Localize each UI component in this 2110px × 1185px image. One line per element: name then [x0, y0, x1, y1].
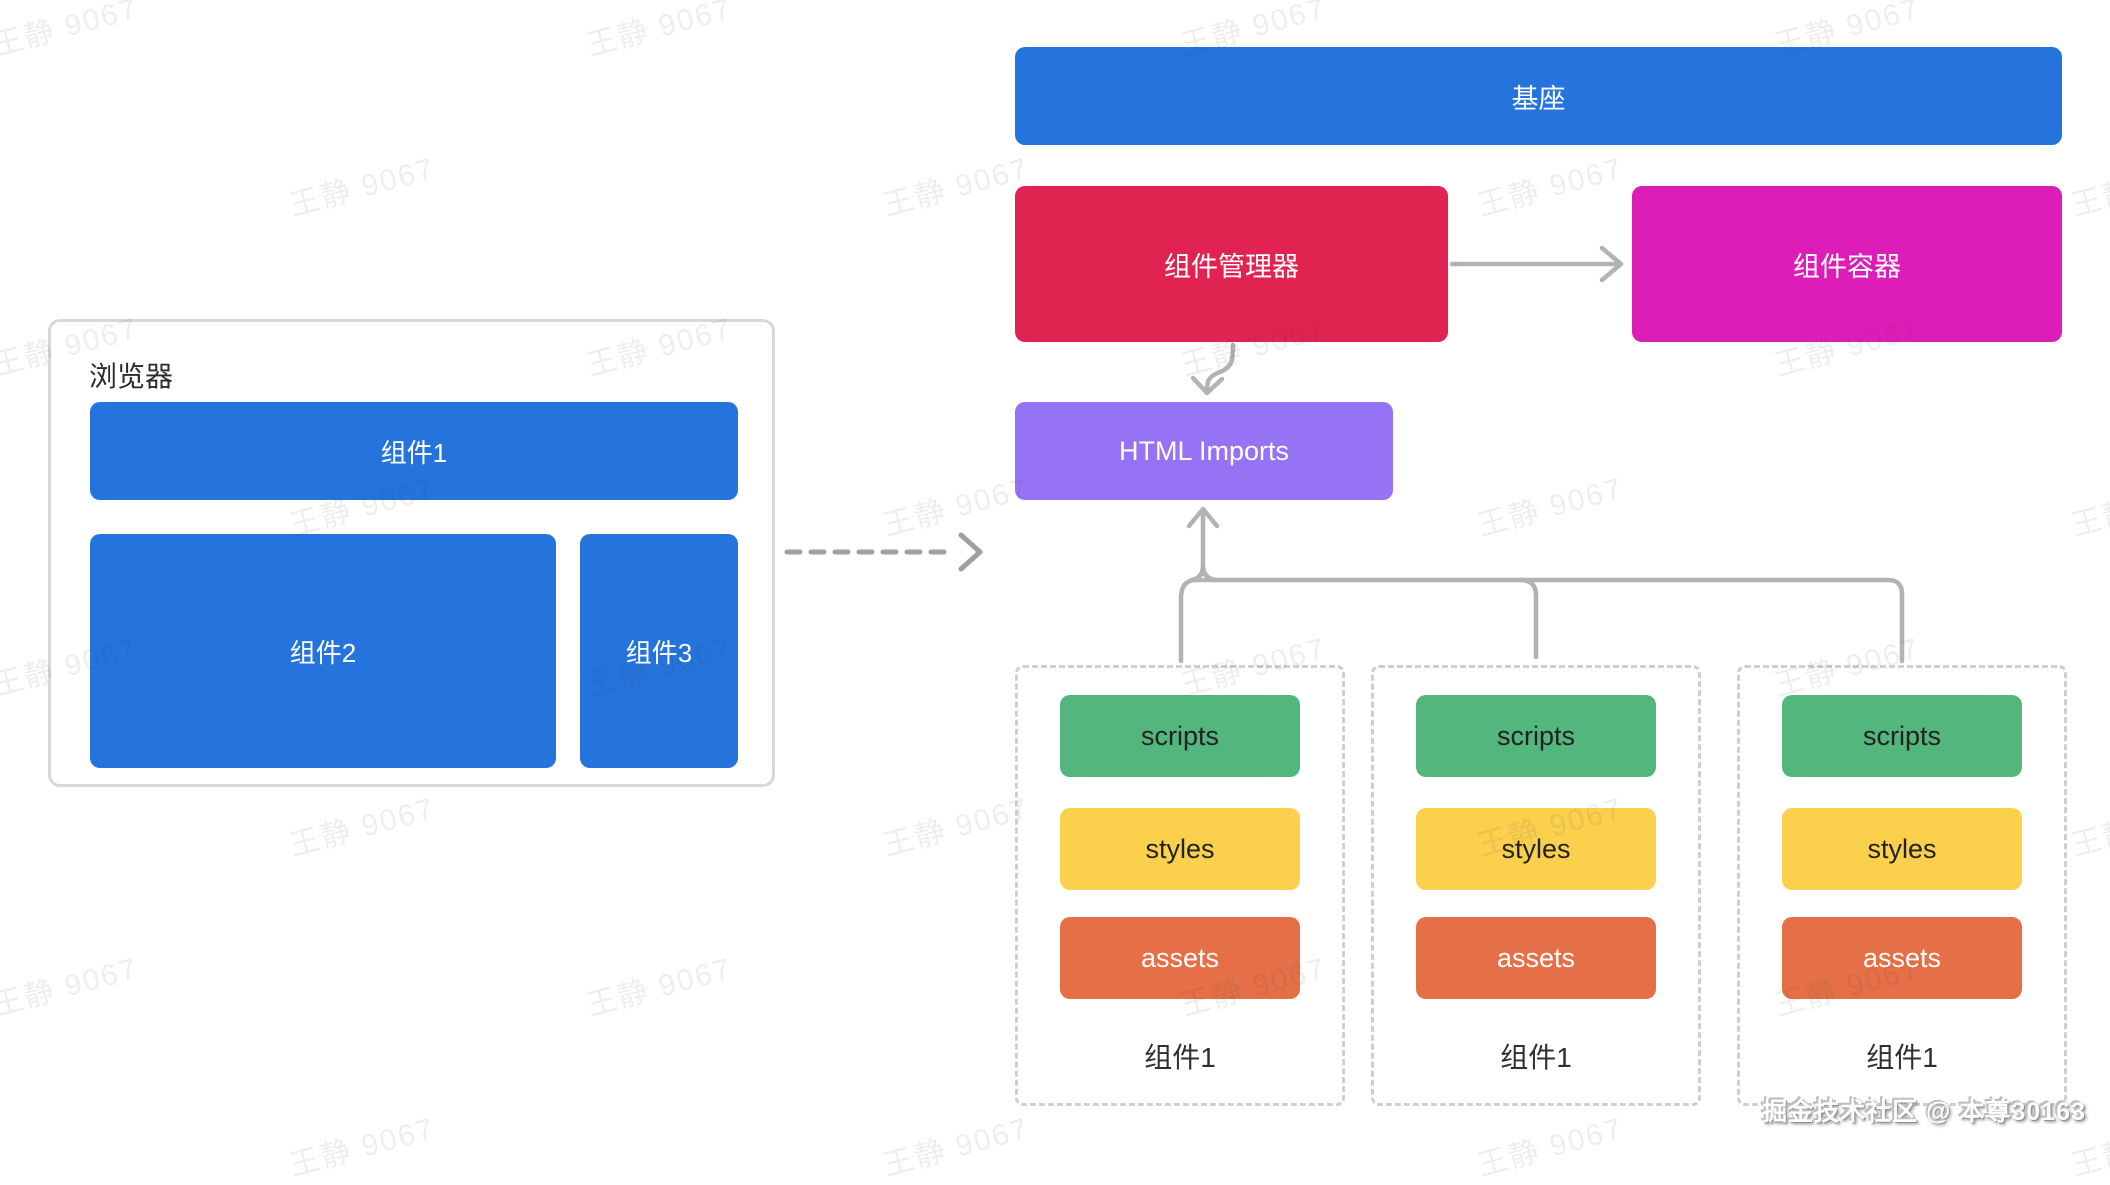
- watermark-text: 王静 9067: [1474, 472, 1627, 543]
- group3-styles-label: styles: [1867, 833, 1937, 864]
- watermark-text: 王静 9067: [286, 152, 439, 223]
- group3-scripts-label: scripts: [1862, 720, 1941, 751]
- group3-assets-box: assets: [1782, 917, 2022, 999]
- group2-assets-label: assets: [1496, 942, 1576, 973]
- watermark-text: 王静 9067: [880, 472, 1033, 543]
- watermark-text: 王静 9067: [2068, 152, 2110, 223]
- node-base: 基座: [1015, 47, 2062, 145]
- group1-styles-label: styles: [1145, 833, 1215, 864]
- group1-styles-box: styles: [1060, 808, 1300, 890]
- credit-text: 掘金技术社区 @ 本尊30163: [1762, 1098, 2086, 1126]
- watermark-text: 王静 9067: [880, 792, 1033, 863]
- watermark-text: 王静 9067: [1474, 152, 1627, 223]
- component-group-1: scripts styles assets 组件1: [1015, 665, 1345, 1106]
- component-group-3: scripts styles assets 组件1: [1737, 665, 2067, 1106]
- watermark-text: 王静 9067: [286, 1112, 439, 1183]
- browser-component-3: 组件3: [580, 534, 738, 768]
- group3-assets-label: assets: [1862, 942, 1942, 973]
- group3-label: 组件1: [1866, 1042, 1938, 1073]
- browser-component-1-label: 组件1: [380, 437, 448, 468]
- group1-scripts-box: scripts: [1060, 695, 1300, 777]
- watermark-text: 王静 9067: [2068, 792, 2110, 863]
- group2-scripts-label: scripts: [1496, 720, 1575, 751]
- groups-to-imports-arrow-head: [1186, 506, 1220, 529]
- browser-panel-label: 浏览器: [89, 361, 174, 392]
- browser-component-1: 组件1: [90, 402, 738, 500]
- group3-styles-box: styles: [1782, 808, 2022, 890]
- watermark-text: 王静 9067: [286, 792, 439, 863]
- manager-to-imports-arrow-line: [1204, 342, 1236, 392]
- node-base-label: 基座: [1511, 83, 1566, 114]
- browser-component-3-label: 组件3: [625, 637, 693, 668]
- browser-component-2: 组件2: [90, 534, 556, 768]
- watermark-text: 王静 9067: [880, 152, 1033, 223]
- browser-component-2-label: 组件2: [289, 637, 357, 668]
- node-component-container: 组件容器: [1632, 186, 2062, 342]
- watermark-text: 王静 9067: [583, 952, 736, 1023]
- watermark-text: 王静 9067: [0, 952, 142, 1023]
- manager-to-container-arrow-head: [1599, 245, 1624, 283]
- node-component-manager: 组件管理器: [1015, 186, 1448, 342]
- group2-styles-box: styles: [1416, 808, 1656, 890]
- group2-assets-box: assets: [1416, 917, 1656, 999]
- bus-junction-flare-left: [1189, 564, 1206, 583]
- watermark-text: 王静 9067: [880, 1112, 1033, 1183]
- watermark-text: 王静 9067: [1474, 1112, 1627, 1183]
- group2-label: 组件1: [1500, 1042, 1572, 1073]
- bus-junction-flare-right: [1200, 564, 1218, 583]
- group2-styles-label: styles: [1501, 833, 1571, 864]
- watermark-text: 王静 9067: [2068, 472, 2110, 543]
- node-component-container-label: 组件容器: [1793, 251, 1901, 282]
- groups-bus-line: [1189, 577, 1905, 664]
- browser-dashed-arrow-head: [958, 532, 983, 572]
- node-component-manager-label: 组件管理器: [1164, 251, 1299, 282]
- browser-panel: 浏览器 组件1 组件2 组件3: [48, 319, 775, 787]
- group1-label: 组件1: [1144, 1042, 1216, 1073]
- group3-scripts-box: scripts: [1782, 695, 2022, 777]
- group2-branch-line: [1519, 577, 1539, 660]
- node-html-imports: HTML Imports: [1015, 402, 1393, 500]
- group1-riser-line: [1178, 577, 1198, 664]
- manager-to-imports-arrow-head: [1190, 375, 1225, 396]
- component-group-2: scripts styles assets 组件1: [1371, 665, 1701, 1106]
- node-html-imports-label: HTML Imports: [1118, 435, 1289, 466]
- watermark-text: 王静 9067: [0, 0, 142, 63]
- group1-assets-label: assets: [1140, 942, 1220, 973]
- group1-scripts-label: scripts: [1140, 720, 1219, 751]
- watermark-text: 王静 9067: [583, 0, 736, 63]
- group2-scripts-box: scripts: [1416, 695, 1656, 777]
- group1-assets-box: assets: [1060, 917, 1300, 999]
